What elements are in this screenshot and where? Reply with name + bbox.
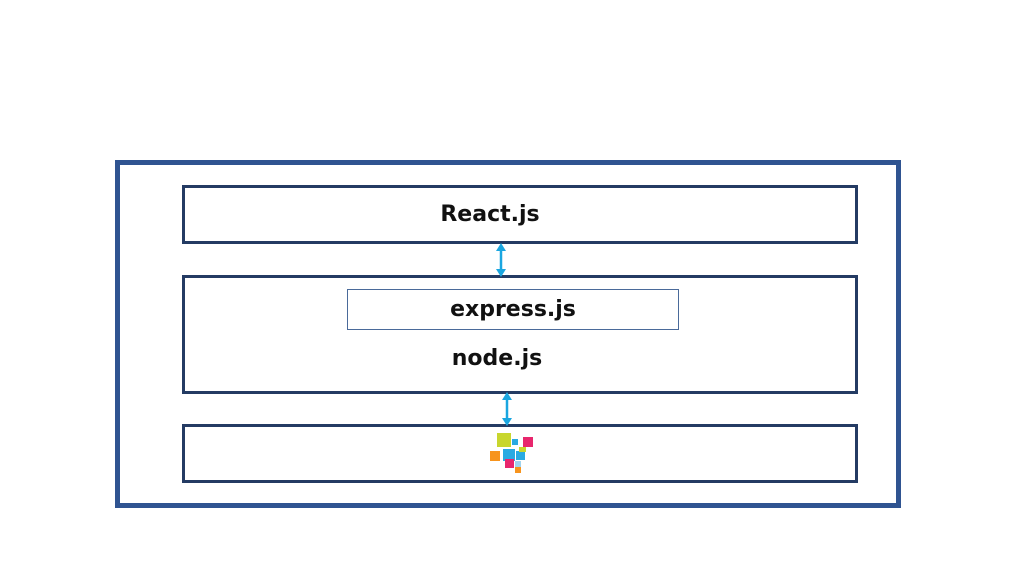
react-layer-label: React.js <box>440 202 540 227</box>
database-logo-icon <box>490 433 533 473</box>
express-layer-box: express.js <box>347 289 679 330</box>
react-layer-box: React.js <box>182 185 858 244</box>
node-layer-label: node.js <box>451 346 543 371</box>
express-layer-label: express.js <box>450 297 576 322</box>
bidirectional-arrow-icon <box>502 392 512 426</box>
bidirectional-arrow-icon <box>496 243 506 277</box>
